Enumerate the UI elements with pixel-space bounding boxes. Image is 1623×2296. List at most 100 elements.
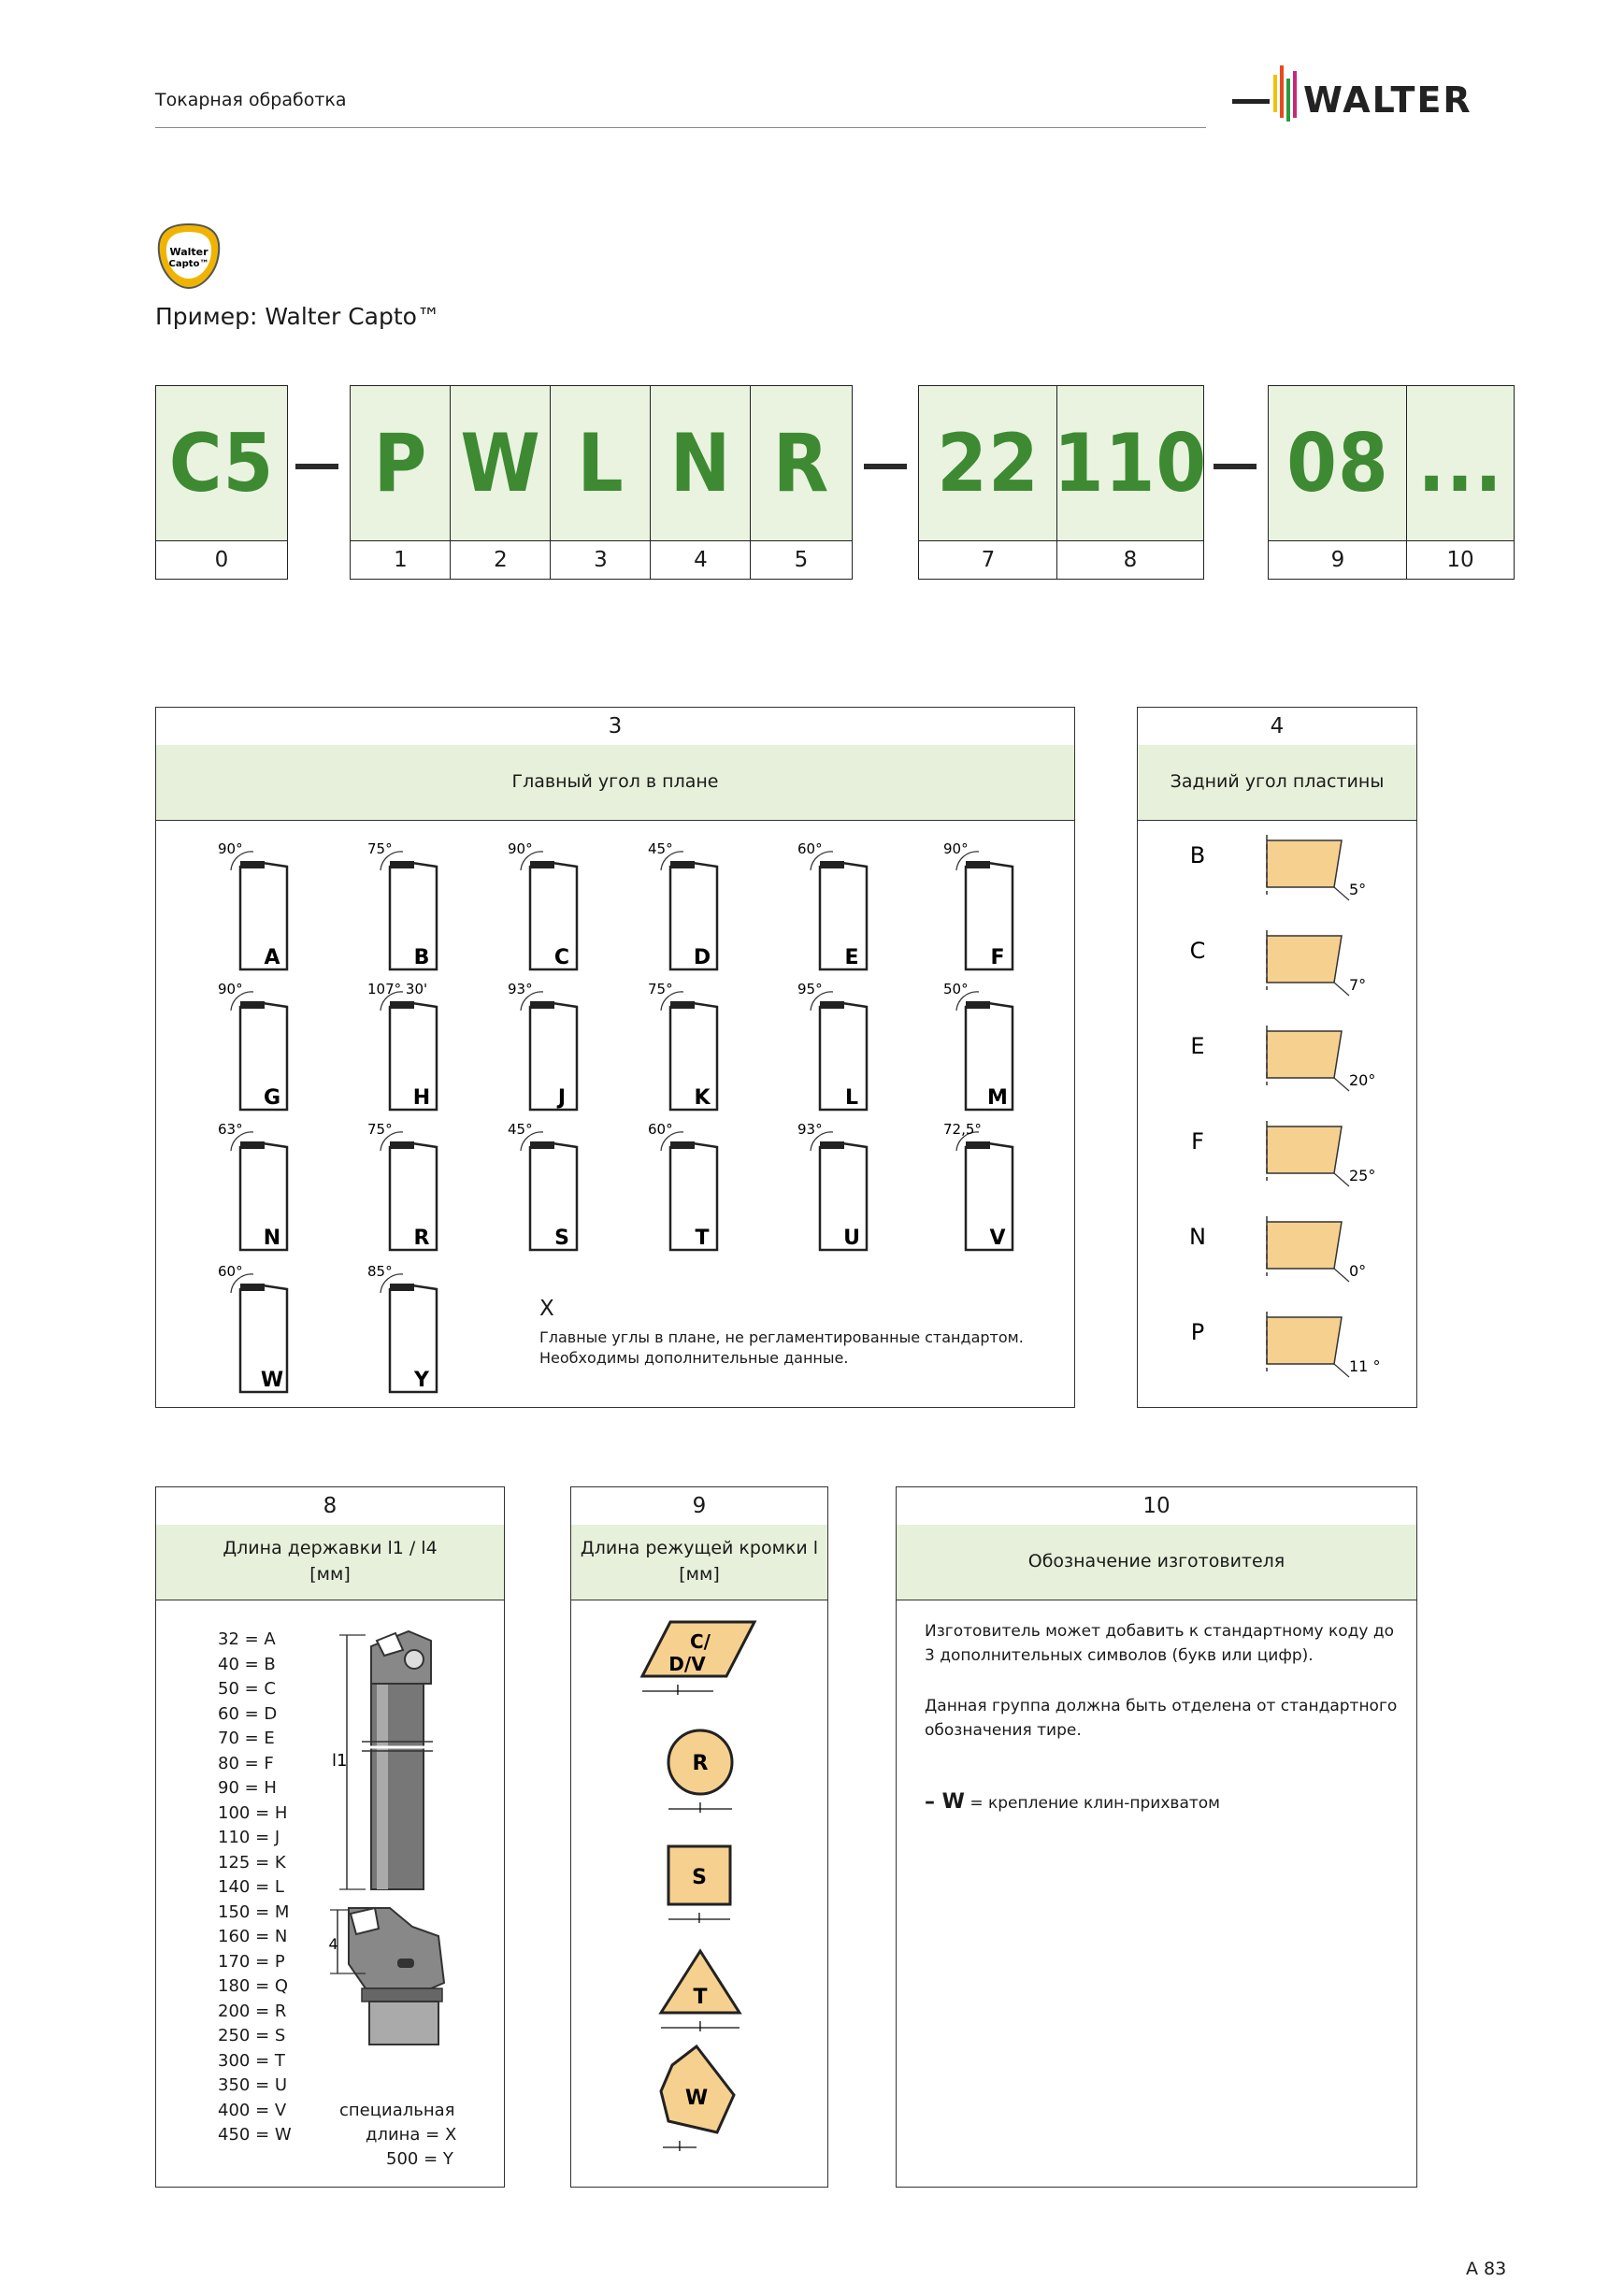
dim-label-l1: l1 — [332, 1751, 347, 1771]
tool-angle: 60° — [648, 1121, 673, 1138]
clearance-letter: P — [1191, 1319, 1204, 1345]
dim-label-l4: l4 — [328, 1935, 338, 1953]
insert-shape-s: S l — [667, 1844, 732, 1927]
tool-b: 75°B — [367, 840, 438, 971]
badge-line-1: Walter — [169, 246, 208, 258]
length-code-item: 180 = Q — [218, 1976, 289, 1996]
paragraph-line: Данная группа должна быть отделена от ст… — [925, 1697, 1398, 1715]
clearance-list: B5°C7°E20°F25°N0°P11 ° — [1189, 835, 1380, 1378]
tool-angle: 60° — [797, 840, 823, 857]
box-title: Задний угол пластины — [1138, 745, 1416, 821]
length-code-item: 150 = M — [218, 1901, 290, 1922]
tool-u: 93°U — [797, 1121, 869, 1252]
page-number: A 83 — [1466, 2259, 1507, 2279]
tool-v: 72,5°V — [943, 1121, 1014, 1252]
clearance-angle: 25° — [1349, 1167, 1375, 1184]
clearance-row-c: C 7° — [1190, 930, 1366, 997]
clearance-angle: 7° — [1349, 976, 1366, 994]
x-note-1: Главные углы в плане, не регламентирован… — [539, 1328, 1024, 1346]
tool-m: 50°M — [943, 981, 1014, 1112]
insert-shape-c-dv: C/ D/V l — [639, 1620, 757, 1699]
special-length-2: длина = X — [366, 2125, 457, 2145]
tool-letter: S — [554, 1227, 569, 1250]
svg-text:l: l — [676, 1684, 680, 1699]
example-text: = крепление клин-прихватом — [964, 1794, 1220, 1813]
code-index: 5 — [750, 540, 853, 580]
tool-d: 45°D — [648, 840, 719, 971]
svg-text:S: S — [692, 1866, 707, 1889]
tool-f: 90°F — [943, 840, 1014, 971]
paragraph-2: Данная группа должна быть отделена от ст… — [925, 1695, 1397, 1743]
length-code-item: 100 = H — [218, 1802, 288, 1823]
tool-e: 60° E — [797, 840, 869, 971]
code-index: 0 — [155, 540, 288, 580]
insert-shapes: C/ D/V l R l S l T l W l — [639, 1620, 757, 2155]
paragraph-line: Изготовитель может добавить к стандартно… — [925, 1622, 1395, 1641]
code-cell: W — [450, 385, 552, 542]
svg-text:l: l — [697, 1912, 701, 1927]
tool-angle: 85° — [367, 1263, 393, 1280]
tool-letter: R — [414, 1227, 430, 1250]
length-code-item: 250 = S — [218, 2026, 286, 2045]
code-dash — [1214, 464, 1257, 469]
tool-letter: C — [554, 946, 569, 969]
svg-text:l: l — [698, 2020, 702, 2035]
tool-l: 95°L — [797, 981, 869, 1112]
tool-letter: V — [989, 1227, 1005, 1250]
tool-angle: 93° — [797, 1121, 823, 1138]
code-index: 10 — [1406, 540, 1515, 580]
brand-wordmark: WALTER — [1303, 79, 1472, 121]
code-cell: P — [350, 385, 452, 542]
box-title: Длина режущей кромки l [мм] — [571, 1525, 827, 1600]
length-code-item: 40 = B — [218, 1654, 276, 1674]
clearance-letter: C — [1190, 938, 1206, 964]
box-manufacturer-code: 10 Обозначение изготовителя Изготовитель… — [896, 1486, 1417, 2188]
walter-logo: WALTER — [1232, 65, 1472, 122]
paragraph-line: обозначения тире. — [925, 1720, 1082, 1740]
tool-angle: 90° — [218, 981, 243, 997]
tool-letter: E — [844, 946, 858, 969]
tool-n: 63°N — [218, 1121, 289, 1252]
tool-t: 60°T — [648, 1121, 719, 1252]
example-line: – W = крепление клин-прихватом — [925, 1787, 1220, 1817]
code-index: 1 — [350, 540, 452, 580]
length-code-item: 90 = H — [218, 1778, 277, 1798]
tool-j: 93°J — [508, 981, 579, 1112]
svg-text:l: l — [678, 2140, 682, 2155]
tool-letter: W — [261, 1369, 283, 1392]
clearance-row-b: B5° — [1190, 835, 1366, 901]
code-cell: C5 — [155, 385, 288, 542]
box-title-unit: [мм] — [309, 1564, 351, 1585]
clearance-letter: E — [1190, 1033, 1204, 1059]
code-index: 2 — [450, 540, 552, 580]
holder-drawings: l1 l4 — [328, 1629, 446, 2045]
clearance-row-f: F25° — [1191, 1121, 1375, 1187]
tool-letter: H — [413, 1086, 430, 1110]
code-index: 7 — [918, 540, 1058, 580]
box-number: 8 — [156, 1487, 504, 1526]
code-cell: R — [750, 385, 853, 542]
box-title-line: Длина режущей кромки l — [580, 1538, 819, 1559]
code-cell: N — [650, 385, 752, 542]
length-code-item: 160 = N — [218, 1927, 288, 1946]
insert-shape-t: T l — [658, 1948, 742, 2035]
tool-angle: 75° — [367, 1121, 393, 1138]
tool-letter: J — [556, 1086, 566, 1110]
paragraph-line: 3 дополнительных символов (букв или цифр… — [925, 1645, 1314, 1665]
tool-angle: 45° — [648, 840, 673, 857]
walter-capto-badge: Walter Capto™ — [157, 222, 221, 290]
svg-text:T: T — [693, 1986, 707, 2009]
code-cell: 08 — [1268, 385, 1408, 542]
tool-g: 90°G — [218, 981, 289, 1112]
tool-s: 45°S — [508, 1121, 579, 1252]
special-length-1: специальная — [339, 2101, 455, 2120]
tool-angle: 90° — [508, 840, 533, 857]
length-code-item: 60 = D — [218, 1703, 278, 1724]
header-rule — [155, 127, 1206, 128]
box-number: 3 — [156, 708, 1074, 746]
clearance-angle: 0° — [1349, 1262, 1366, 1280]
